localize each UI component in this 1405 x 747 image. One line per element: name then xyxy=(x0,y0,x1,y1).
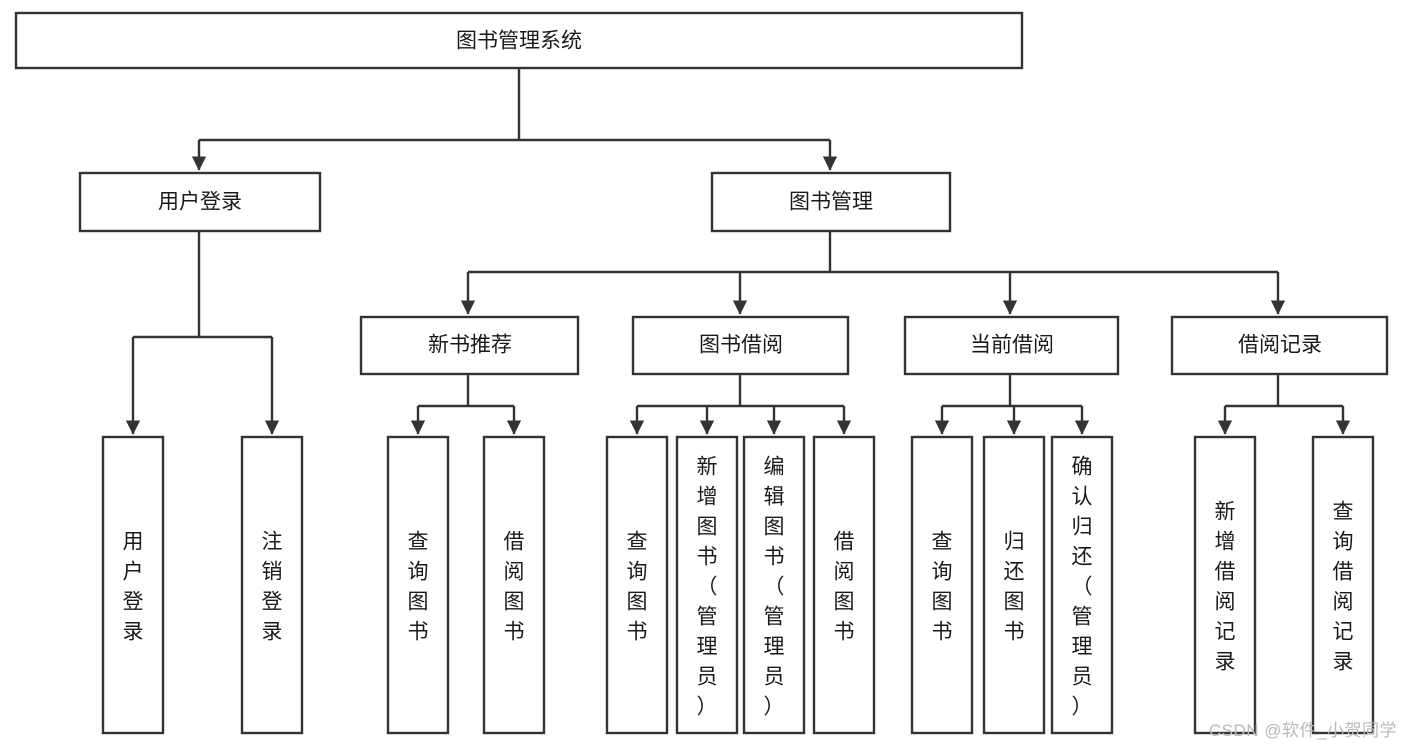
node-new-book-recommend-box xyxy=(359,315,580,376)
node-leaf-return-book-box xyxy=(982,435,1046,735)
node-leaf-query-borrow-record-box xyxy=(1311,435,1375,735)
node-leaf-query-book-2[interactable]: 查询图书 xyxy=(605,435,669,735)
node-leaf-add-book-box xyxy=(675,435,739,735)
node-leaf-add-borrow-record[interactable]: 新增借阅记录 xyxy=(1193,435,1257,735)
node-borrow-record-box xyxy=(1170,315,1389,376)
node-new-book-recommend[interactable]: 新书推荐 xyxy=(359,315,580,376)
connector-layer xyxy=(125,68,1351,435)
node-leaf-query-book-3[interactable]: 查询图书 xyxy=(910,435,974,735)
node-leaf-edit-book-box xyxy=(742,435,806,735)
node-leaf-borrow-book-1-label: 借阅图书 xyxy=(504,530,525,643)
node-leaf-query-book-2-label: 查询图书 xyxy=(627,530,648,643)
node-current-borrow[interactable]: 当前借阅 xyxy=(903,315,1120,376)
node-leaf-user-logout-label: 注销登录 xyxy=(262,530,283,643)
node-current-borrow-box xyxy=(903,315,1120,376)
node-root-label: 图书管理系统 xyxy=(456,30,582,53)
node-leaf-edit-book[interactable]: 编辑图书（管理员） xyxy=(742,435,806,735)
node-leaf-borrow-book-2[interactable]: 借阅图书 xyxy=(812,435,876,735)
node-book-borrow[interactable]: 图书借阅 xyxy=(631,315,850,376)
node-user-login-box xyxy=(78,171,322,233)
node-new-book-recommend-label: 新书推荐 xyxy=(428,334,512,357)
node-leaf-user-login-box xyxy=(101,435,165,735)
node-user-login[interactable]: 用户登录 xyxy=(78,171,322,233)
node-leaf-borrow-book-1-box xyxy=(482,435,546,735)
node-book-manage[interactable]: 图书管理 xyxy=(710,171,952,233)
node-leaf-confirm-return-label: 确认归还（管理员） xyxy=(1072,455,1093,718)
node-leaf-add-book[interactable]: 新增图书（管理员） xyxy=(675,435,739,735)
node-leaf-user-login-label: 用户登录 xyxy=(123,530,144,643)
node-leaf-query-book-3-label: 查询图书 xyxy=(932,530,953,643)
node-leaf-query-book-3-box xyxy=(910,435,974,735)
node-leaf-query-book-2-box xyxy=(605,435,669,735)
node-borrow-record[interactable]: 借阅记录 xyxy=(1170,315,1389,376)
node-book-borrow-box xyxy=(631,315,850,376)
node-root-box xyxy=(14,11,1024,70)
node-leaf-return-book[interactable]: 归还图书 xyxy=(982,435,1046,735)
node-current-borrow-label: 当前借阅 xyxy=(970,334,1054,357)
node-leaf-query-borrow-record[interactable]: 查询借阅记录 xyxy=(1311,435,1375,735)
node-leaf-user-login[interactable]: 用户登录 xyxy=(101,435,165,735)
node-root[interactable]: 图书管理系统 xyxy=(14,11,1024,70)
node-book-manage-label: 图书管理 xyxy=(789,191,873,214)
node-leaf-query-book-1-box xyxy=(386,435,450,735)
node-leaf-confirm-return-box xyxy=(1050,435,1114,735)
node-leaf-add-book-label: 新增图书（管理员） xyxy=(697,455,718,718)
node-book-manage-box xyxy=(710,171,952,233)
node-leaf-edit-book-label: 编辑图书（管理员） xyxy=(764,455,785,718)
node-borrow-record-label: 借阅记录 xyxy=(1238,334,1322,357)
node-book-borrow-label: 图书借阅 xyxy=(699,334,783,357)
node-leaf-user-logout-box xyxy=(240,435,304,735)
leaf-nodes-layer: 用户登录 注销登录 查询图书 借阅图书 查询图书 新增图书（管理员） 编辑图书（… xyxy=(101,435,1375,735)
node-leaf-query-borrow-record-label: 查询借阅记录 xyxy=(1333,500,1354,673)
node-leaf-user-logout[interactable]: 注销登录 xyxy=(240,435,304,735)
node-leaf-return-book-label: 归还图书 xyxy=(1004,530,1025,643)
node-leaf-confirm-return[interactable]: 确认归还（管理员） xyxy=(1050,435,1114,735)
node-leaf-borrow-book-1[interactable]: 借阅图书 xyxy=(482,435,546,735)
node-leaf-add-borrow-record-box xyxy=(1193,435,1257,735)
node-leaf-borrow-book-2-box xyxy=(812,435,876,735)
node-leaf-query-book-1[interactable]: 查询图书 xyxy=(386,435,450,735)
node-user-login-label: 用户登录 xyxy=(158,191,242,214)
node-leaf-add-borrow-record-label: 新增借阅记录 xyxy=(1215,500,1236,673)
node-leaf-borrow-book-2-label: 借阅图书 xyxy=(834,530,855,643)
node-leaf-query-book-1-label: 查询图书 xyxy=(408,530,429,643)
